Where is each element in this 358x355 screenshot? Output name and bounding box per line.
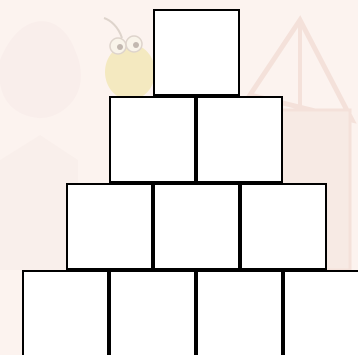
pyramid-cell[interactable] [66,183,153,270]
pyramid-cell[interactable] [109,270,196,355]
pyramid-cell[interactable] [109,96,196,183]
pyramid-cell[interactable] [153,9,240,96]
pyramid-row-3 [66,183,327,270]
pyramid-cell[interactable] [283,270,358,355]
pyramid-row-4 [22,270,358,355]
pyramid-row-1 [153,9,240,96]
pyramid-cell[interactable] [240,183,327,270]
pyramid-cell[interactable] [196,270,283,355]
pyramid-cell[interactable] [196,96,283,183]
pyramid-row-2 [109,96,283,183]
pyramid-cell[interactable] [22,270,109,355]
pyramid-cell[interactable] [153,183,240,270]
